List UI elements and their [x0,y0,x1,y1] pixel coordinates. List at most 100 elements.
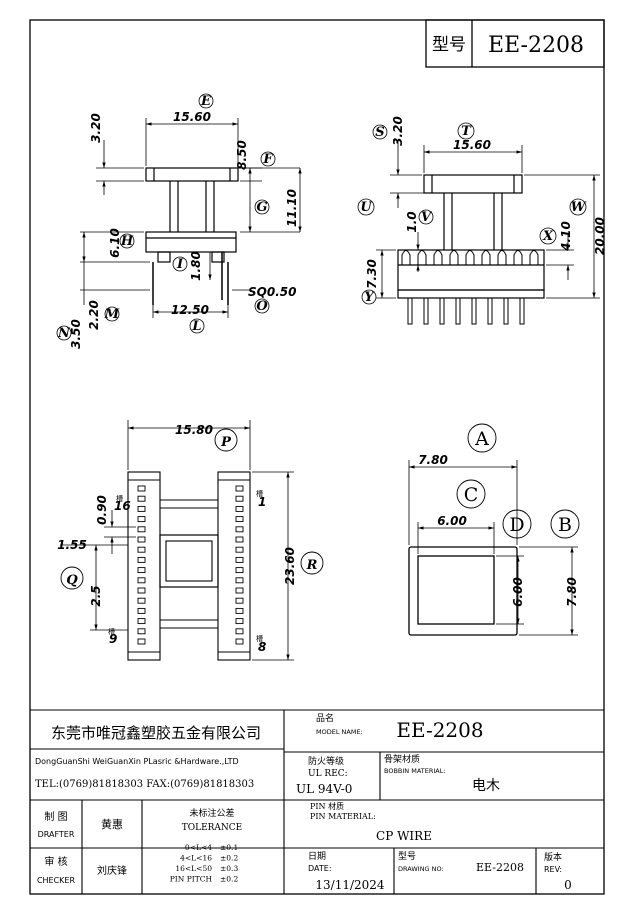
drafter-en: DRAFTER [38,830,75,839]
callout-i: I [172,256,188,272]
svg-text:I: I [176,257,184,272]
core-view [408,546,518,636]
pin-bump [513,250,523,265]
svg-text:G: G [256,200,267,215]
dim-l: 12.50 [171,303,209,317]
callout-n: N [56,325,72,341]
slot-right [235,546,244,553]
rev-en: REV: [544,865,562,874]
pin-leg [455,297,461,325]
fire-value: UL 94V-0 [296,782,352,796]
pin-bump [529,250,539,265]
pin-leg [503,297,509,325]
header-type-label: 型号 [432,35,466,55]
callout-e: E [198,93,214,109]
header-box: 型号 EE-2208 [425,19,605,68]
core-view-labels: 7.80 6.00 6.00 7.80 A C D B [418,423,580,607]
dim-f: 8.50 [235,140,249,170]
side-view-dims [376,140,600,299]
dim-g: 11.10 [285,189,299,227]
pin-leg [471,297,477,325]
dim-w: 20.00 [593,217,607,255]
callout-p: P [214,428,238,452]
checker-name: 刘庆锋 [97,864,127,877]
slot-right [235,607,244,614]
dim-n: 3.50 [69,319,83,349]
svg-text:S: S [375,125,384,140]
pin-bump [433,250,443,265]
slot-left [137,516,146,523]
pin-leg [439,297,445,325]
slot-left [137,546,146,553]
bottom-view-dims [60,420,294,661]
callout-v: V [418,209,434,225]
top-flange [145,167,239,182]
dim-b: 7.80 [565,577,579,607]
dim-c: 6.00 [437,514,467,528]
bottom-view [127,471,251,661]
slot-label-br: 槽 [256,634,263,643]
callout-x: X [539,227,557,245]
callout-g: G [254,199,270,215]
fire-cn: 防火等级 [308,755,344,767]
slot-left [137,597,146,604]
checker-cn: 审 核 [44,855,67,868]
side-view-labels: 3.20 15.60 1.0 20.00 4.10 7.30 S T U V W… [357,116,607,305]
pin-bump [449,250,459,265]
svg-text:O: O [256,299,268,314]
svg-text:U: U [360,200,372,215]
dim-d: 6.00 [511,577,525,607]
slot-left [137,485,146,492]
callout-b: B [550,509,580,539]
callout-r: R [300,551,324,575]
slot-left [137,628,146,635]
svg-text:B: B [558,514,572,536]
rev-value: 0 [564,878,572,892]
callout-c: C [456,479,486,509]
slot-left [137,577,146,584]
callout-t: T [457,122,475,140]
callout-s: S [372,124,388,140]
pin-leg [519,297,525,325]
svg-text:E: E [200,94,212,109]
slot-right [235,567,244,574]
pin-8: 8 [258,640,266,654]
pin-leg [423,297,429,325]
dim-x: 4.10 [559,221,573,252]
header-model: EE-2208 [488,33,584,58]
tol-value: ±0.1 [220,843,238,852]
bobbin-cn: 骨架材质 [384,753,420,765]
bottom-flange [145,231,237,253]
callout-m: M [104,306,120,322]
bobbin-en: BOBBIN MATERIAL: [384,767,446,775]
fire-en: UL REC: [308,769,348,779]
pin-16: 16 [114,499,131,513]
svg-text:H: H [120,234,134,249]
pin-bump [401,250,411,265]
slot-right [235,495,244,502]
checker-en: CHECKER [37,876,76,885]
pin-9: 9 [109,632,117,646]
slot-left [137,638,146,645]
dim-p: 15.80 [175,423,213,437]
pin-leg [487,297,493,325]
dim-h: 6.10 [108,228,122,258]
core-view-dims [408,460,578,636]
pin-cn: PIN 材质 [310,801,344,811]
slot-right [235,638,244,645]
pin-value: CP WIRE [376,829,432,843]
rev-cn: 版本 [544,851,562,863]
tel-fax: TEL:(0769)81818303 FAX:(0769)81818303 [35,779,254,790]
svg-text:L: L [191,319,201,334]
svg-text:D: D [509,514,524,536]
svg-text:Q: Q [66,573,78,588]
tol-value: ±0.3 [220,864,238,873]
dim-e-width: 15.60 [173,110,211,124]
dim-t: 15.60 [453,138,491,152]
sheet-border [29,19,605,895]
slot-right [235,505,244,512]
drawing-cn: 型号 [398,851,416,862]
dim-top-3-20: 3.20 [89,113,103,143]
